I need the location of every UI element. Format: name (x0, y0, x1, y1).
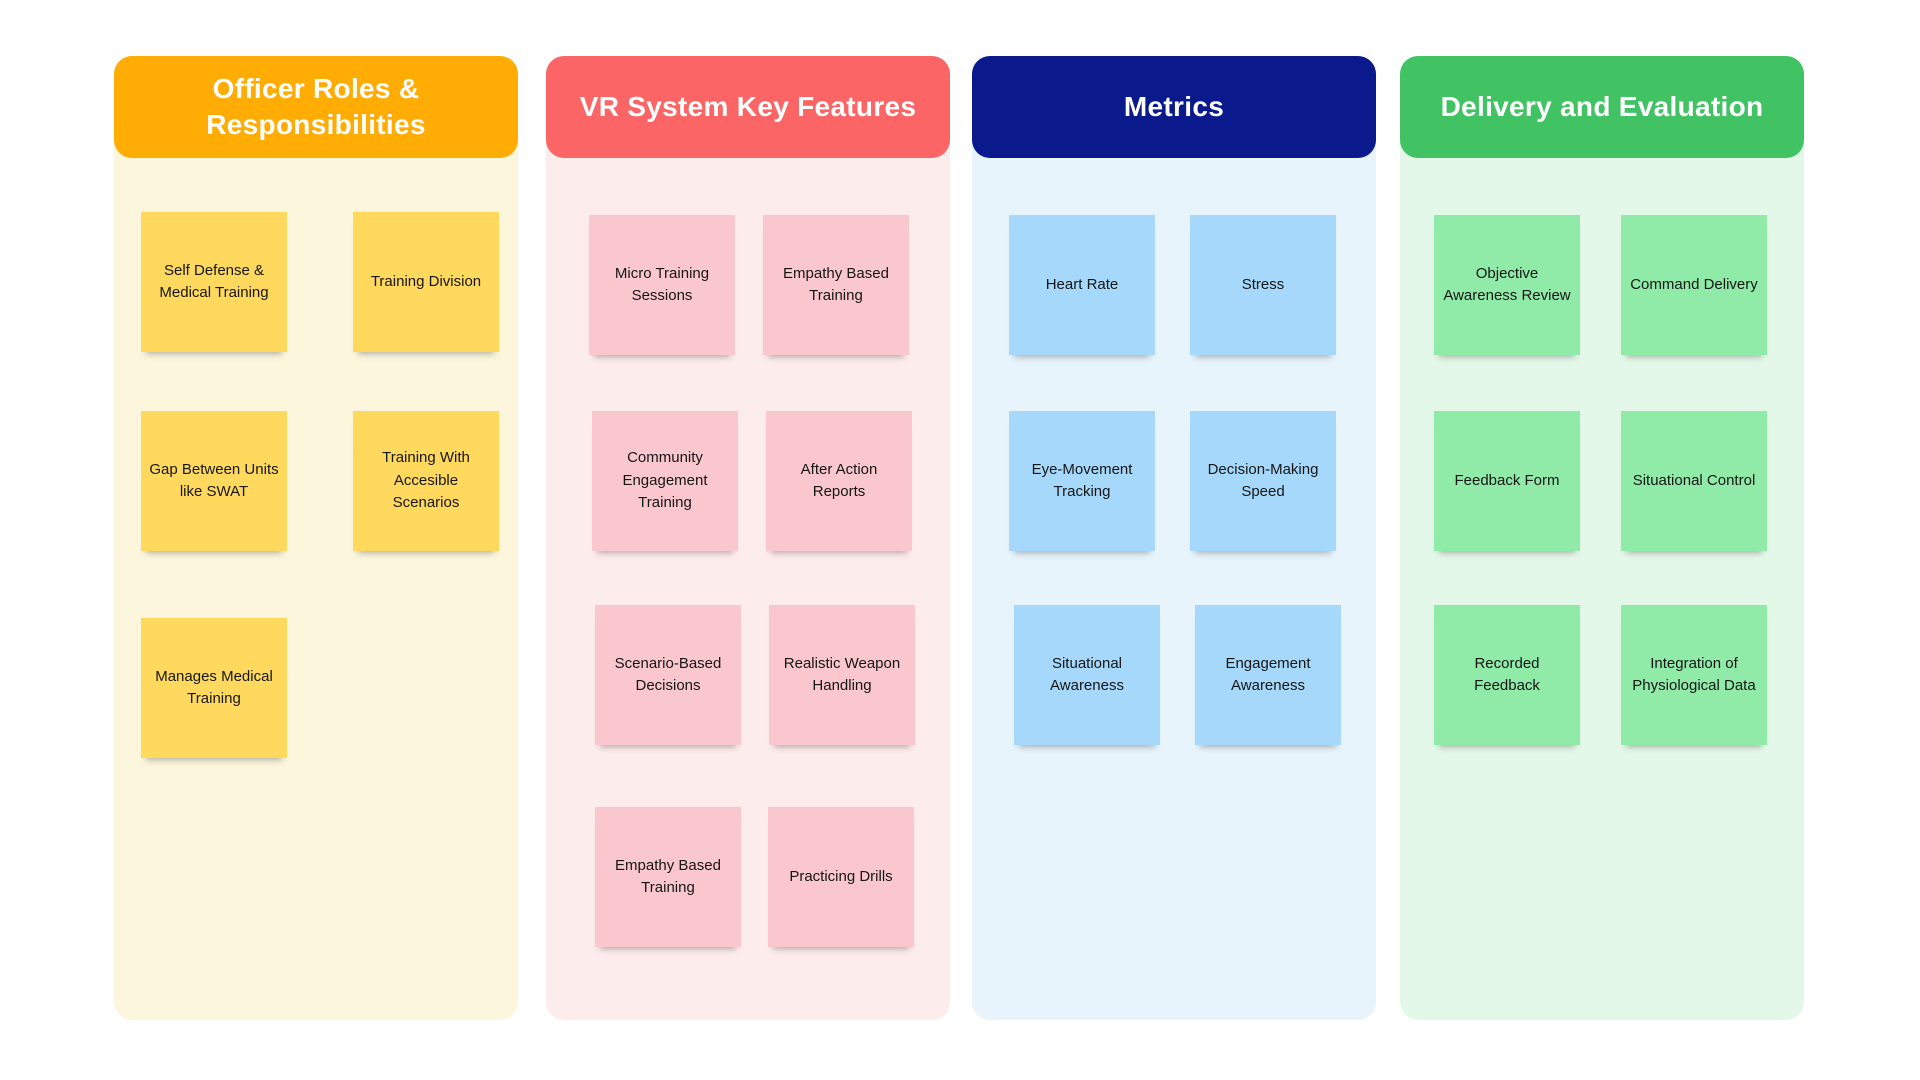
sticky-note[interactable]: Training Division (353, 212, 499, 352)
column-header-metrics[interactable]: Metrics (972, 56, 1376, 158)
sticky-note[interactable]: Micro Training Sessions (589, 215, 735, 355)
column-header-officer-roles[interactable]: Officer Roles & Responsibilities (114, 56, 518, 158)
sticky-note[interactable]: After Action Reports (766, 411, 912, 551)
sticky-note[interactable]: Realistic Weapon Handling (769, 605, 915, 745)
sticky-note[interactable]: Command Delivery (1621, 215, 1767, 355)
sticky-note[interactable]: Training With Accesible Scenarios (353, 411, 499, 551)
sticky-note[interactable]: Integration of Physiological Data (1621, 605, 1767, 745)
sticky-note[interactable]: Empathy Based Training (595, 807, 741, 947)
sticky-note[interactable]: Eye-Movement Tracking (1009, 411, 1155, 551)
sticky-note[interactable]: Community Engagement Training (592, 411, 738, 551)
column-header-delivery-evaluation[interactable]: Delivery and Evaluation (1400, 56, 1804, 158)
sticky-note[interactable]: Feedback Form (1434, 411, 1580, 551)
sticky-note[interactable]: Gap Between Units like SWAT (141, 411, 287, 551)
sticky-note[interactable]: Situational Awareness (1014, 605, 1160, 745)
sticky-note[interactable]: Engagement Awareness (1195, 605, 1341, 745)
sticky-note[interactable]: Decision-Making Speed (1190, 411, 1336, 551)
sticky-note[interactable]: Manages Medical Training (141, 618, 287, 758)
column-delivery-evaluation: Delivery and Evaluation Objective Awaren… (1400, 56, 1804, 1020)
sticky-note[interactable]: Situational Control (1621, 411, 1767, 551)
sticky-note[interactable]: Objective Awareness Review (1434, 215, 1580, 355)
sticky-note[interactable]: Self Defense & Medical Training (141, 212, 287, 352)
sticky-note[interactable]: Empathy Based Training (763, 215, 909, 355)
column-header-vr-system[interactable]: VR System Key Features (546, 56, 950, 158)
column-metrics: Metrics Heart Rate Stress Eye-Movement T… (972, 56, 1376, 1020)
sticky-note[interactable]: Recorded Feedback (1434, 605, 1580, 745)
sticky-note[interactable]: Heart Rate (1009, 215, 1155, 355)
sticky-note[interactable]: Scenario-Based Decisions (595, 605, 741, 745)
sticky-note[interactable]: Practicing Drills (768, 807, 914, 947)
column-vr-system-key-features: VR System Key Features Micro Training Se… (546, 56, 950, 1020)
column-officer-roles: Officer Roles & Responsibilities Self De… (114, 56, 518, 1020)
sticky-note[interactable]: Stress (1190, 215, 1336, 355)
